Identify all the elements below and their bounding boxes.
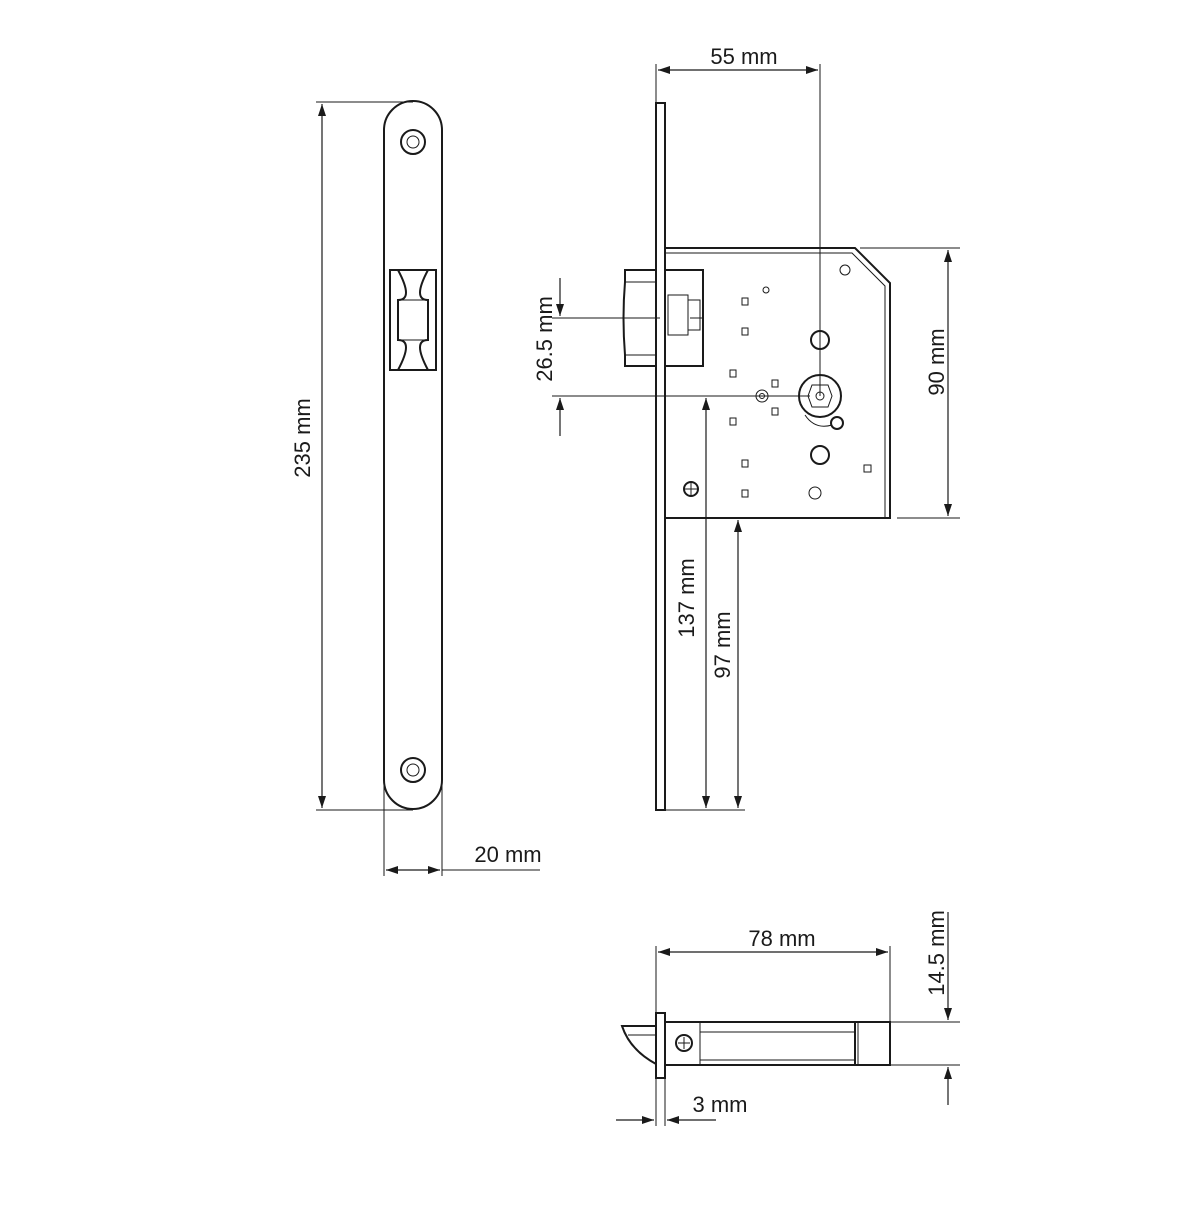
dim-label-26-5: 26.5 mm	[532, 296, 557, 382]
latch-opening	[389, 269, 437, 371]
follower-pin	[830, 416, 844, 430]
latch-bolt	[622, 269, 657, 367]
dim-label-78: 78 mm	[748, 926, 815, 951]
dim-label-20: 20 mm	[474, 842, 541, 867]
bottom-screw-hole	[400, 757, 426, 783]
latch-roller-left	[397, 269, 407, 371]
slot	[741, 327, 749, 336]
slot	[741, 297, 749, 306]
lock-case-inner-edge	[665, 252, 886, 518]
top-screw-hole	[400, 129, 426, 155]
dim-label-90: 90 mm	[924, 328, 949, 395]
slot	[729, 417, 737, 426]
lock-top-view: 78 mm 14.5 mm 3 mm	[616, 910, 960, 1126]
slot	[771, 379, 779, 388]
spindle-lower-hole	[810, 445, 830, 465]
faceplate-section	[655, 1012, 666, 1079]
dim-label-97: 97 mm	[710, 611, 735, 678]
dim-label-235: 235 mm	[290, 398, 315, 477]
top-screw-hole-inner	[406, 135, 420, 149]
case-screw	[683, 481, 699, 497]
latch-housing	[664, 269, 704, 367]
lock-body-end	[854, 1021, 891, 1066]
dim-label-137: 137 mm	[674, 558, 699, 637]
lock-body-top	[664, 1021, 891, 1066]
bottom-screw-hole-inner	[406, 763, 420, 777]
follower-lever	[804, 414, 833, 427]
dim-label-3: 3 mm	[693, 1092, 748, 1117]
small-hole	[808, 486, 822, 500]
slot	[863, 464, 872, 473]
slot	[771, 407, 779, 416]
lock-case	[665, 247, 891, 519]
slot	[741, 489, 749, 498]
front-plate-view: 235 mm 20 mm	[290, 100, 542, 876]
latch-mechanism	[667, 294, 689, 336]
mount-hole	[839, 264, 851, 276]
top-view-screw	[675, 1034, 693, 1052]
latch-roller-right	[419, 269, 429, 371]
dim-label-55: 55 mm	[710, 44, 777, 69]
small-hole	[762, 286, 770, 294]
lock-body-side-view: 55 mm 90 mm 26.5 mm 137 mm 97 mm	[532, 44, 960, 811]
latch-bolt-top	[620, 1025, 657, 1066]
latch-mechanism	[687, 299, 701, 331]
faceplate-side	[655, 102, 666, 811]
front-plate-outline	[383, 100, 443, 810]
slot	[741, 459, 749, 468]
dim-label-14-5: 14.5 mm	[924, 910, 949, 996]
slot	[729, 369, 737, 378]
